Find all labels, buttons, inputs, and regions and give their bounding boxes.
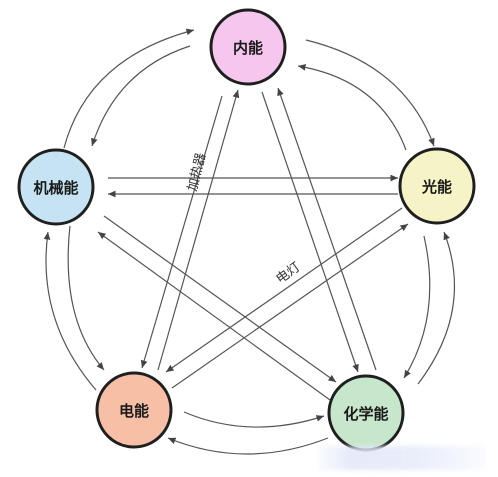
arrow-jixieneng-to-neineng xyxy=(63,28,195,149)
edge-label-lamp: 电灯 xyxy=(274,260,304,287)
arrow-huaxueneng-to-jixieneng xyxy=(97,231,331,401)
arrow-huaxueneng-to-neineng xyxy=(277,87,377,371)
node-guang-neng-label: 光能 xyxy=(421,178,452,196)
arrow-dianneng-to-huaxueneng xyxy=(183,411,325,428)
arrow-neineng-to-guangneng xyxy=(305,39,435,147)
node-guang-neng: 光能 xyxy=(398,147,476,225)
node-jixie-neng-label: 机械能 xyxy=(33,179,78,197)
node-nei-neng-label: 内能 xyxy=(233,39,263,57)
arrow-jixieneng-to-diantneng xyxy=(67,225,105,371)
node-nei-neng: 内能 xyxy=(209,8,287,86)
arrow-neineng-to-huaxueneng xyxy=(261,91,359,373)
arrow-huaxueneng-to-dianneng xyxy=(167,437,329,455)
edge-label-heater: 加热器 xyxy=(185,151,209,192)
arrow-dianneng-to-guangneng xyxy=(171,223,409,389)
arrow-neineng-to-jixieneng xyxy=(91,45,191,147)
arrow-guangneng-to-dianneng xyxy=(165,207,403,373)
arrow-neineng-to-dianneng xyxy=(140,95,223,369)
node-jixie-neng: 机械能 xyxy=(17,148,95,226)
arrow-dianneng-to-jixieneng xyxy=(43,231,97,391)
arrow-guangneng-to-huaxueneng xyxy=(403,235,431,379)
node-dian-neng: 电能 xyxy=(95,371,173,449)
node-huaxue-neng: 化学能 xyxy=(327,374,405,452)
node-dian-neng-label: 电能 xyxy=(119,402,149,420)
arrow-guangneng-to-neineng xyxy=(297,63,407,151)
arrow-dianneng-to-neineng xyxy=(157,89,240,371)
node-huaxue-neng-label: 化学能 xyxy=(343,405,388,423)
arrow-jixieneng-to-huaxueneng xyxy=(103,215,337,383)
watermark-blur xyxy=(318,446,486,470)
arrow-huaxueneng-to-guangneng xyxy=(417,231,455,385)
